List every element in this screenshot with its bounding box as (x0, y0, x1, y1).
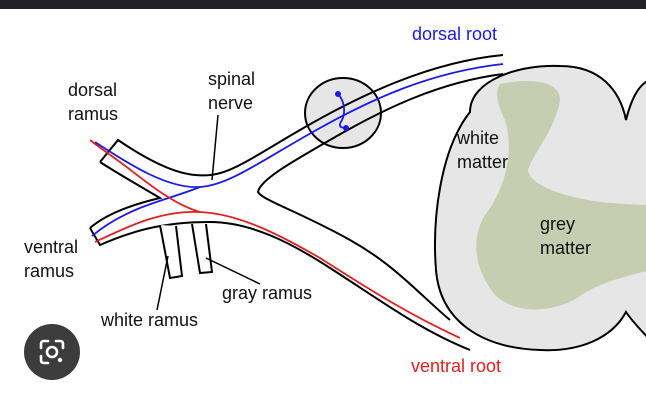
motor-fiber-dorsal-branch (89, 139, 201, 213)
sensory-fiber-ventral-branch (91, 186, 201, 237)
grey-matter-label: grey matter (540, 214, 592, 258)
white-ramus-label: white ramus (101, 310, 199, 330)
gray-ramus-stub (191, 223, 214, 275)
spinal-nerve-label: spinal nerve (208, 69, 256, 113)
gray-ramus-leader (205, 257, 261, 285)
grey-matter-region (476, 81, 646, 310)
top-bar (0, 0, 646, 9)
ventral-root-label: ventral root (411, 356, 502, 376)
ventral-root-outline (89, 220, 471, 351)
dorsal-root-outline-lower (256, 73, 504, 321)
dorsal-root-ganglion (304, 77, 382, 149)
white-ramus-stub (159, 224, 184, 280)
white-matter-label: white matter (457, 128, 509, 172)
dorsal-ramus-label: dorsal ramus (68, 80, 119, 124)
nerve-outline-upper (99, 54, 504, 177)
ganglion-cell-body (337, 93, 347, 129)
spinal-nerve-leader (211, 114, 219, 181)
rami-junction-outline (89, 161, 163, 229)
google-lens-icon (39, 339, 65, 365)
dorsal-root-label: dorsal root (412, 24, 498, 44)
gray-ramus-label: gray ramus (222, 283, 313, 303)
white-ramus-leader (156, 255, 169, 311)
lens-search-button[interactable] (24, 324, 80, 380)
sensory-fiber (94, 63, 504, 188)
motor-fiber (94, 211, 461, 339)
ventral-ramus-label: ventral ramus (24, 237, 79, 281)
